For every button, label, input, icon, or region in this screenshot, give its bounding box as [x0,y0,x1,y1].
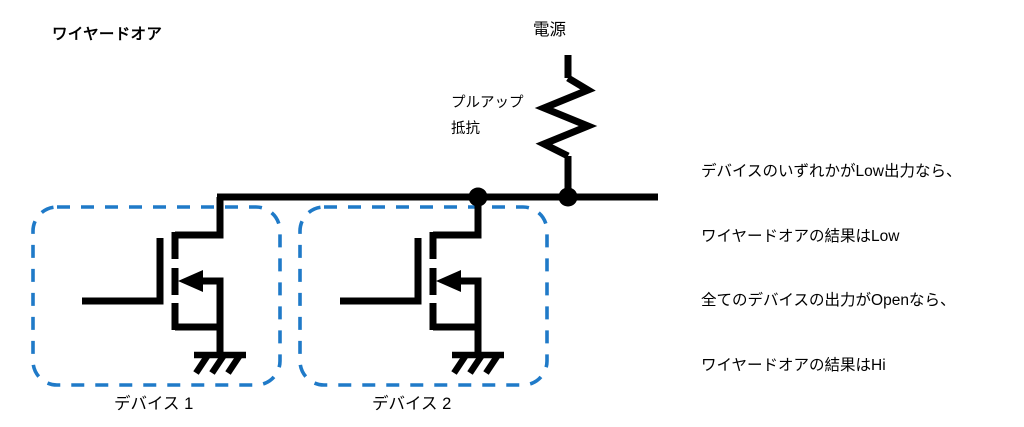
pullup-resistor [534,55,598,197]
power-source-label: 電源 [533,21,566,39]
device-2-label: デバイス 2 [372,395,452,413]
mosfet-2-drain-wire [433,197,482,239]
device-1-boundary [31,205,282,387]
mosfet-1-body-wire [198,277,224,327]
mosfet-1-drain-wire [175,197,224,239]
mosfet-2-body-wire [456,277,482,327]
mosfet-1-gate-lead [82,238,164,305]
explanation-note: デバイスのいずれかがLow出力なら、 ワイヤードオアの結果はLow 全てのデバイ… [701,118,961,419]
junction-dot-device2 [468,187,488,207]
note-line-1: デバイスのいずれかがLow出力なら、 [701,163,962,180]
ground-1-hatch-1 [193,353,211,375]
note-line-3: 全てのデバイスの出力がOpenなら、 [701,292,956,309]
mosfet-1-body-arrow [178,270,203,292]
pullup-resistor-label-line2: 抵抗 [451,121,480,137]
pullup-resistor-label-line1: プルアップ [451,95,524,111]
mosfet-2-source-wire [433,323,482,355]
junction-dot-resistor [558,187,578,207]
mosfet-2 [340,197,504,375]
page-title: ワイヤードオア [52,26,163,43]
mosfet-2-body-arrow [436,270,461,292]
mosfet-1 [82,197,246,375]
ground-2-hatch-1 [451,353,469,375]
ground-1-hatch-2 [209,353,227,375]
ground-1-hatch-3 [225,353,243,375]
device-2-boundary [298,205,549,387]
mosfet-1-source-wire [175,323,224,355]
device-1-label: デバイス 1 [114,395,194,413]
resistor-zigzag [534,74,598,160]
ground-2 [451,351,504,375]
mosfet-2-gate-lead [340,238,422,305]
ground-2-hatch-2 [467,353,485,375]
ground-2-hatch-3 [483,353,501,375]
note-line-4: ワイヤードオアの結果はHi [701,356,886,374]
ground-1 [193,351,246,375]
note-line-2: ワイヤードオアの結果はLow [701,227,900,245]
